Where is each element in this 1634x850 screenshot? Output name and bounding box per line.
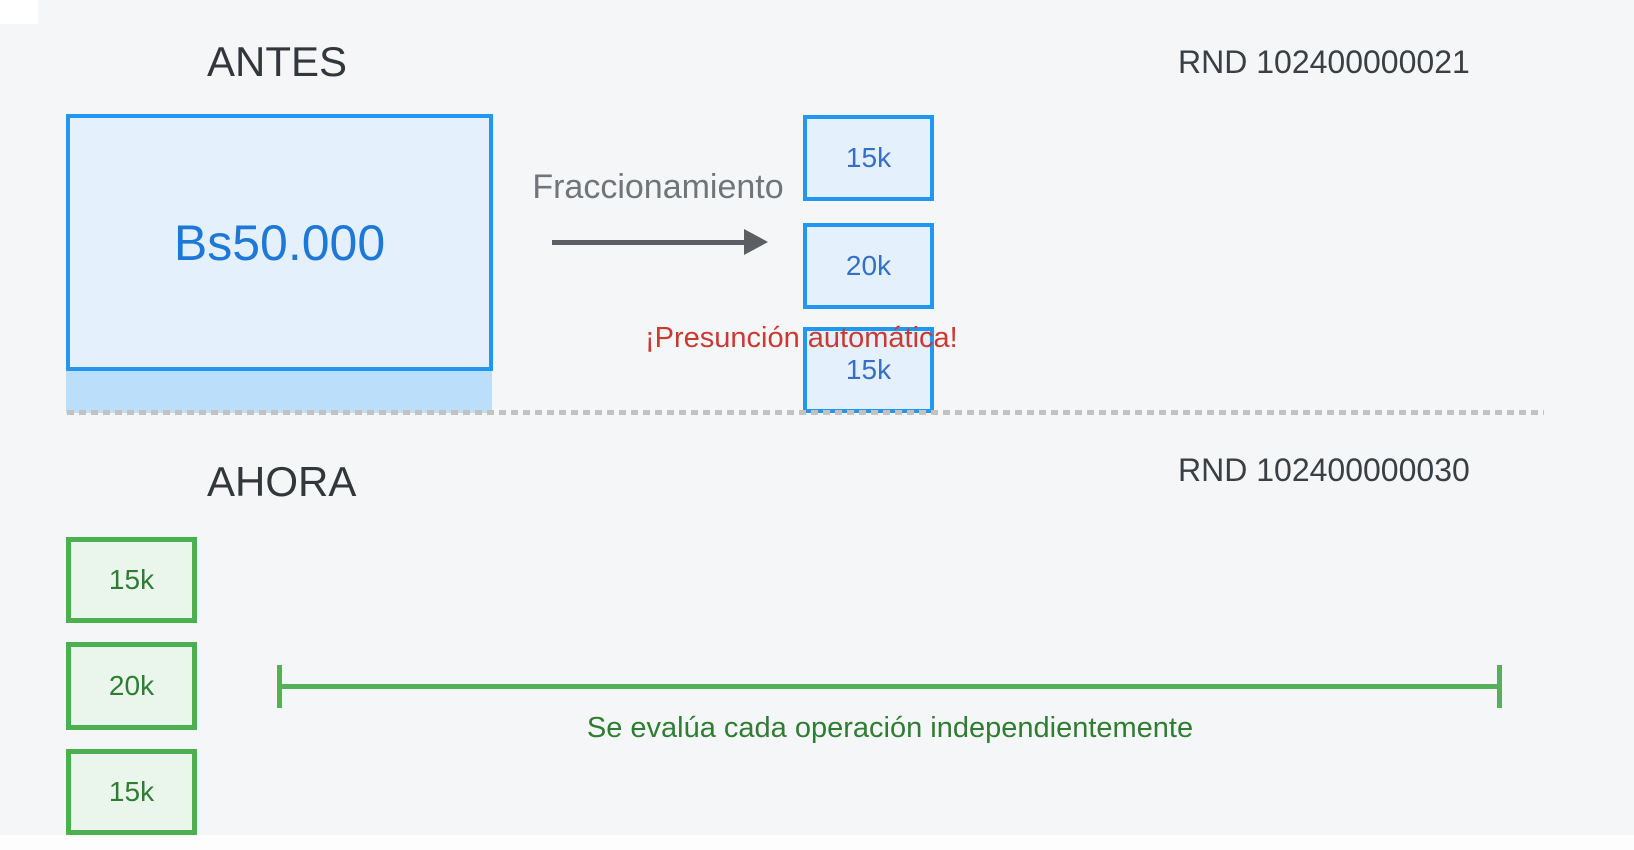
fragment-label: 20k xyxy=(108,670,155,701)
fragment-label: 15k xyxy=(845,354,892,385)
fragment-label: 15k xyxy=(845,142,892,173)
fraccionamiento-label: Fraccionamiento xyxy=(532,168,784,206)
fragment-box: 15k xyxy=(66,749,197,835)
evaluation-caption: Se evalúa cada operación independienteme… xyxy=(586,712,1194,744)
bottom-white-strip xyxy=(0,835,1634,850)
total-amount-label: Bs50.000 xyxy=(173,214,386,271)
rnd-number-antes: RND 102400000021 xyxy=(1178,44,1470,80)
right-arrow-icon xyxy=(744,229,768,255)
fragment-label: 15k xyxy=(108,564,155,595)
total-amount-box: Bs50.000 xyxy=(66,114,493,371)
fragment-box: 20k xyxy=(803,223,934,309)
fragment-label: 20k xyxy=(845,250,892,281)
rnd-number-ahora: RND 102400000030 xyxy=(1178,452,1470,488)
amount-residue-strip xyxy=(66,371,492,413)
automatic-presumption-warning: ¡Presunción automática! xyxy=(645,322,958,354)
section-title-antes: ANTES xyxy=(207,38,348,85)
right-arrow-shaft xyxy=(552,240,745,245)
section-title-ahora: AHORA xyxy=(207,458,357,505)
fragment-box: 15k xyxy=(803,115,934,201)
section-divider xyxy=(67,410,1544,415)
range-line xyxy=(279,684,1499,689)
corner-artifact xyxy=(0,0,38,24)
fragment-label: 15k xyxy=(108,776,155,807)
range-end-tick xyxy=(1497,665,1502,708)
fragment-box: 20k xyxy=(66,642,197,730)
fragment-box: 15k xyxy=(66,537,197,623)
